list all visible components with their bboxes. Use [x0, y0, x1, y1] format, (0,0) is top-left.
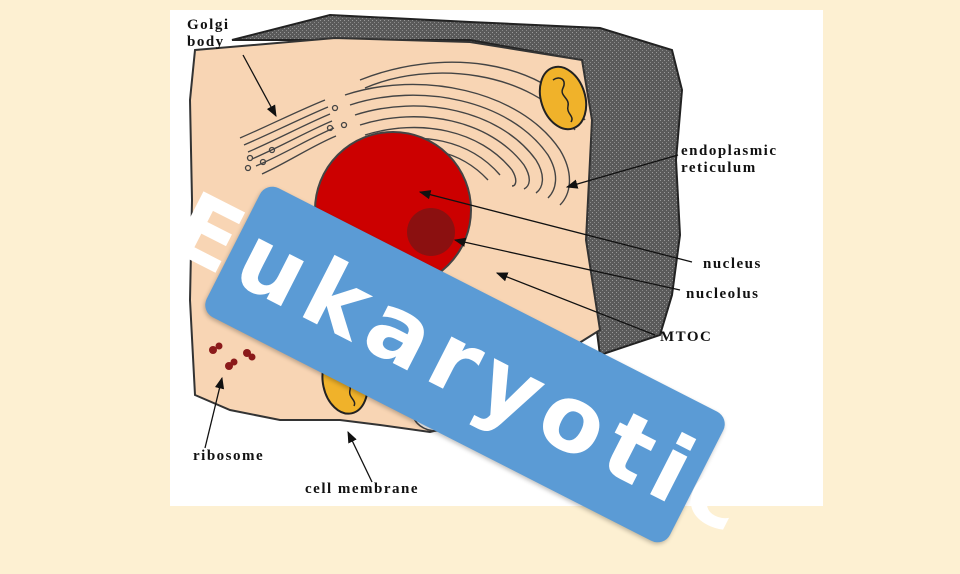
nucleolus-label: nucleolus: [686, 286, 760, 302]
label-arrows: [204, 54, 693, 483]
golgi-body: [239, 99, 348, 175]
slide: Golgi body endoplasmic reticulum nucleus…: [156, 10, 823, 557]
er-label-line1: endoplasmic: [681, 143, 778, 159]
er-label: endoplasmic reticulum: [681, 143, 778, 177]
er-label-line2: reticulum: [681, 160, 757, 176]
golgi-label-line2: body: [187, 34, 225, 50]
golgi-arrow: [242, 54, 277, 118]
nucleus-arrow: [418, 190, 693, 263]
ribosome-label: ribosome: [193, 448, 265, 464]
cell-diagram: [170, 10, 823, 506]
nucleolus: [407, 208, 455, 256]
mtoc-arrow: [495, 272, 656, 336]
er-arrow: [565, 154, 679, 189]
mtoc-label: MTOC: [660, 329, 713, 345]
membrane-arrow: [347, 430, 373, 483]
golgi-label-line1: Golgi: [187, 17, 230, 33]
cell-membrane-label: cell membrane: [305, 481, 420, 497]
mitochondrion-upper: [538, 65, 588, 131]
golgi-label: Golgi body: [187, 17, 230, 51]
nucleus-label: nucleus: [703, 256, 762, 272]
ribosome-arrow: [204, 376, 225, 449]
nucleolus-arrow: [453, 237, 681, 291]
